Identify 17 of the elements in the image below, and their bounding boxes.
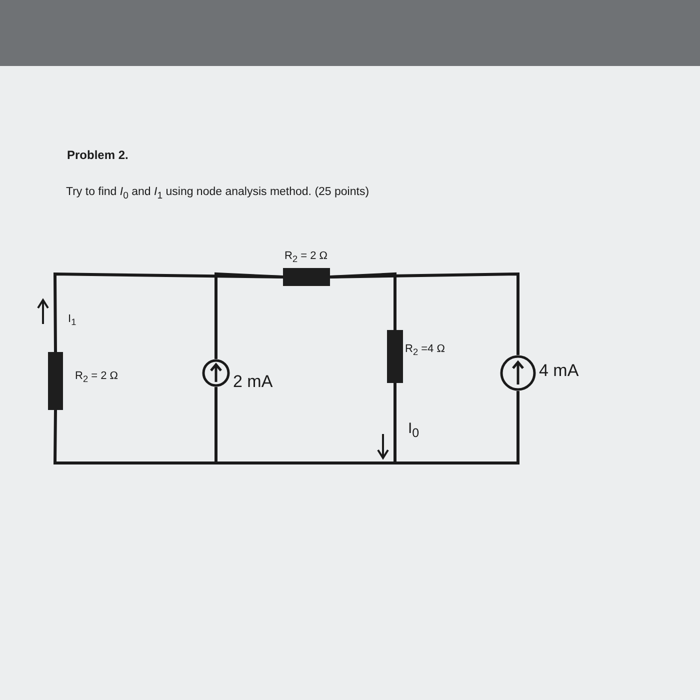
current-label: I$_{1}$ <box>68 313 76 328</box>
resistor-symbol <box>48 352 63 410</box>
source-value: 2 mA <box>233 373 273 392</box>
current-source-symbol <box>202 359 230 387</box>
question-text: Try to find I$_{0}$ and I$_{1}$ using node analysis method. (25 points) <box>66 186 370 202</box>
wire <box>394 383 520 464</box>
current-label: I$_{0}$ <box>408 421 420 441</box>
resistor-symbol <box>387 330 403 383</box>
resistor-value: R$_{2}$ =4 Ω <box>405 343 445 358</box>
wire <box>330 272 520 355</box>
current-source-symbol <box>500 355 536 391</box>
resistor-value: R$_{2}$ = 2 Ω <box>284 250 328 264</box>
source-value: 4 mA <box>539 362 579 381</box>
problem-heading: Problem 2. <box>67 149 128 162</box>
resistor-value: R$_{2}$ = 2 Ω <box>75 370 118 384</box>
wire <box>214 272 284 359</box>
resistor-symbol <box>283 268 330 286</box>
